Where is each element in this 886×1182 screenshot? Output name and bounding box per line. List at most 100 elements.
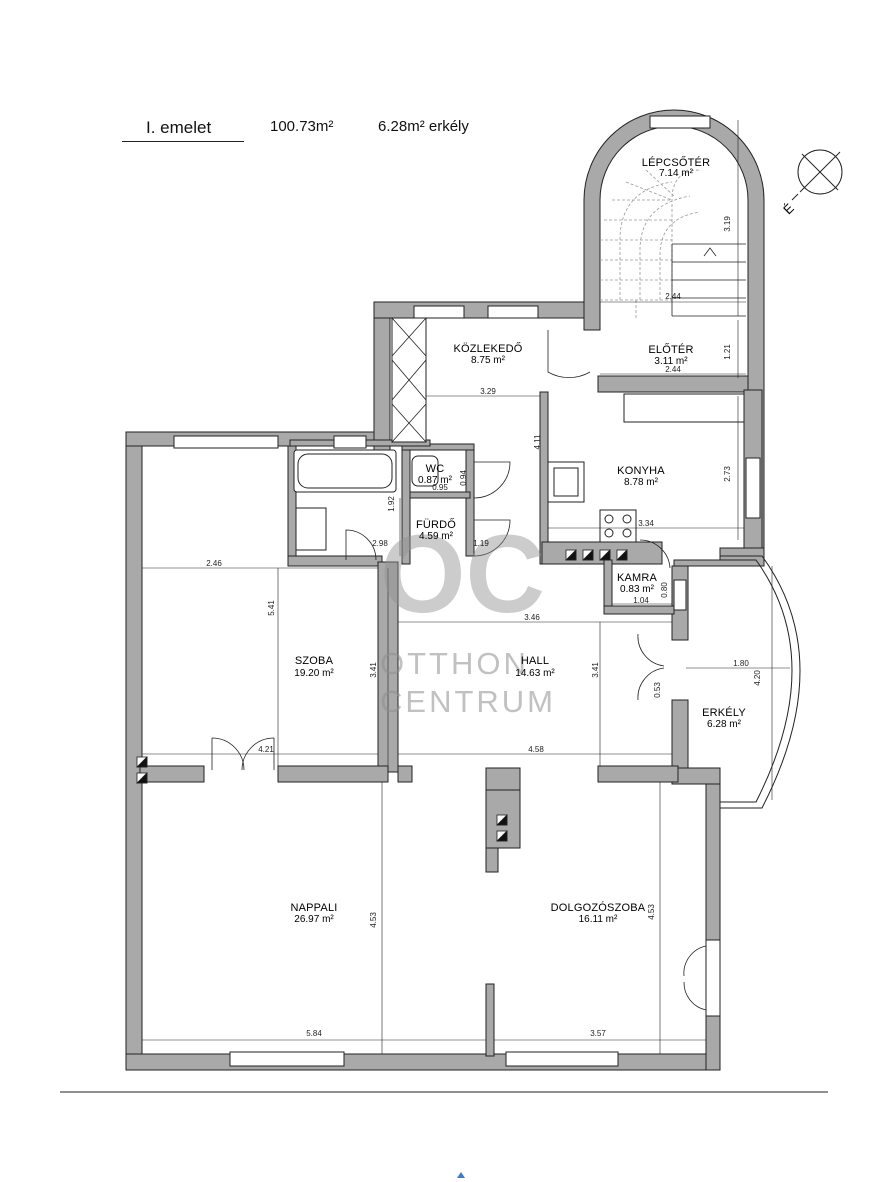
door-kamra [639, 539, 671, 569]
room-area-wc: 0.87 m² [418, 475, 453, 486]
watermark: OC OTTHON CENTRUM [380, 513, 556, 719]
room-area-eloter: 3.11 m² [654, 356, 688, 367]
room-area-dolgozoszoba: 16.11 m² [579, 914, 618, 925]
dim-label: 2.73 [723, 466, 732, 482]
balcony-inner [720, 559, 793, 803]
fixtures [293, 317, 745, 551]
dimension-lines [142, 120, 790, 1054]
chimney-stub [485, 847, 499, 873]
dim-label: 3.29 [480, 387, 496, 396]
dim-label: 1.80 [733, 659, 749, 668]
dim-label: 0.94 [459, 470, 468, 486]
dim-label: 4.53 [647, 904, 656, 920]
eloter-bottom-wall [597, 375, 749, 393]
dimension-labels: 3.19 2.44 1.21 2.44 3.29 4.11 2.73 0.94 … [206, 216, 762, 1038]
window-kamra [673, 579, 687, 611]
room-name-kamra: KAMRA [617, 572, 658, 584]
room-name-lepcsoter: LÉPCSŐTÉR [642, 155, 710, 169]
dim-label: 3.41 [591, 662, 600, 678]
szoba-south-wall-right [277, 765, 389, 783]
window-kitchen [745, 457, 761, 519]
room-name-szoba: SZOBA [295, 655, 334, 667]
watermark-logo: OC [380, 513, 545, 636]
door-balcony [637, 633, 665, 701]
total-area-label: 100.73m² [270, 118, 334, 135]
door-wc [473, 461, 511, 499]
dim-label: 4.11 [533, 434, 542, 450]
stove [599, 509, 637, 543]
south-partition-stub [485, 983, 495, 1057]
room-name-dolgozoszoba: DOLGOZÓSZOBA [551, 901, 646, 914]
room-name-konyha: KONYHA [617, 465, 665, 477]
window-nappali [229, 1051, 345, 1067]
door-bath [473, 519, 511, 557]
wc-north-wall [401, 443, 475, 451]
north-wall-corridor [373, 301, 599, 319]
room-name-eloter: ELŐTÉR [648, 342, 693, 356]
west-wall [125, 431, 143, 1071]
doors [211, 330, 707, 1011]
north-arrow [791, 149, 843, 201]
dim-label: 3.57 [590, 1029, 606, 1038]
north-arrow-label: É [780, 200, 797, 217]
dim-label: 2.44 [665, 292, 681, 301]
floor-label: I. emelet [146, 118, 212, 137]
door-east [683, 945, 707, 1011]
window-corridor-1 [413, 305, 465, 319]
dim-label: 3.19 [723, 216, 732, 232]
door-bath-side [345, 529, 377, 561]
room-area-hall: 14.63 m² [515, 668, 555, 679]
dim-label: 3.41 [369, 662, 378, 678]
dim-label: 5.41 [267, 600, 276, 616]
stair-tower-wall [583, 109, 765, 549]
room-name-kozlekedo: KÖZLEKEDŐ [453, 341, 522, 355]
hall-south-stub-left [397, 765, 413, 783]
dim-label: 0.95 [432, 483, 448, 492]
dim-label: 1.21 [723, 344, 732, 360]
dim-label: 0.53 [653, 682, 662, 698]
east-wall-lower [705, 769, 721, 1071]
dim-label: 1.19 [473, 539, 489, 548]
stair-steps-solid [671, 243, 746, 317]
room-name-wc: WC [426, 463, 445, 475]
room-area-nappali: 26.97 m² [294, 914, 334, 925]
window-dolgozo [505, 1051, 619, 1067]
dim-label: 4.20 [753, 670, 762, 686]
hall-south-wall-right [597, 765, 679, 783]
dim-label: 3.34 [638, 519, 654, 528]
vent-shafts [136, 549, 628, 842]
bathtub-inner [297, 453, 393, 489]
room-area-furdo: 4.59 m² [419, 531, 454, 542]
dim-label: 4.58 [528, 745, 544, 754]
room-area-szoba: 19.20 m² [294, 668, 334, 679]
dim-label: 2.44 [665, 365, 681, 374]
south-wall [125, 1053, 721, 1071]
dim-label: 1.04 [633, 596, 649, 605]
room-name-erkely: ERKÉLY [702, 706, 746, 719]
north-step-wall [373, 301, 391, 453]
window-szoba [173, 435, 279, 449]
kamra-south-wall [603, 605, 675, 615]
room-name-nappali: NAPPALI [290, 902, 337, 914]
kitchen-counter [623, 393, 745, 423]
balcony-outline [720, 555, 801, 809]
bath-south-wall [287, 555, 383, 567]
room-area-erkely: 6.28 m² [707, 719, 742, 730]
dim-label: 1.92 [387, 496, 396, 512]
dim-label: 5.84 [306, 1029, 322, 1038]
dim-label: 4.21 [258, 745, 274, 754]
watermark-line2: CENTRUM [380, 684, 556, 719]
room-labels: LÉPCSŐTÉR 7.14 m² KÖZLEKEDŐ 8.75 m² ELŐT… [290, 155, 746, 925]
stairs [600, 169, 701, 320]
washbasin [295, 507, 327, 551]
window-bath [333, 435, 367, 449]
scroll-up-indicator[interactable] [457, 1172, 465, 1178]
dim-label: 2.98 [372, 539, 388, 548]
dim-label: 3.46 [524, 613, 540, 622]
room-name-furdo: FÜRDŐ [416, 517, 456, 531]
room-name-hall: HALL [521, 655, 549, 667]
dim-label: 4.53 [369, 912, 378, 928]
room-area-konyha: 8.78 m² [624, 477, 659, 488]
balcony-area-label: 6.28m² erkély [378, 118, 469, 135]
windows [173, 115, 761, 1067]
